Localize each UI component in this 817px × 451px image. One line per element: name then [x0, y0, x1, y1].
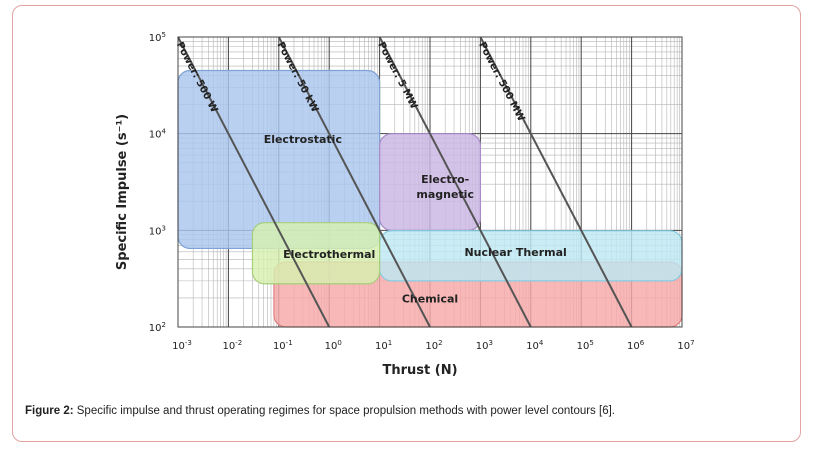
x-tick-exponent: 5	[589, 339, 593, 347]
x-tick-exponent: 7	[690, 339, 694, 347]
power-line-1	[293, 65, 431, 328]
x-tick-mantissa: 10	[677, 341, 690, 352]
y-tick-label: 103	[149, 224, 166, 237]
region-label-line: Electrothermal	[283, 248, 375, 261]
x-tick-label: 102	[425, 339, 442, 352]
power-line-0	[192, 65, 331, 328]
caption-label: Figure 2:	[25, 405, 74, 417]
x-axis-label: Thrust (N)	[382, 363, 457, 378]
power-line-3	[494, 65, 633, 328]
region-label-electrostatic: Electrostatic	[264, 133, 342, 146]
power-line-top-2	[378, 36, 396, 67]
x-tick-label: 100	[325, 339, 342, 352]
region-label-line: Chemical	[402, 292, 458, 305]
x-tick-exponent: 1	[388, 339, 392, 347]
regions	[177, 69, 683, 328]
y-axis-label: Specific Impulse (s⁻¹)	[115, 114, 130, 270]
x-tick-mantissa: 10	[273, 341, 286, 352]
y-tick-exponent: 2	[162, 321, 166, 329]
x-tick-exponent: -3	[185, 339, 192, 347]
x-tick-mantissa: 10	[172, 341, 185, 352]
y-tick-exponent: 3	[162, 224, 166, 232]
region-label-chemical: Chemical	[402, 292, 458, 305]
y-tick-mantissa: 10	[149, 130, 162, 141]
region-label-electro-magnetic: Electro-magnetic	[416, 173, 474, 201]
x-tick-label: 10-3	[172, 339, 192, 352]
x-tick-mantissa: 10	[425, 341, 438, 352]
region-label-line: Nuclear Thermal	[464, 246, 566, 259]
x-tick-mantissa: 10	[526, 341, 539, 352]
x-tick-label: 107	[677, 339, 694, 352]
region-label-line: Electrostatic	[264, 133, 342, 146]
x-tick-label: 105	[577, 339, 594, 352]
y-tick-label: 105	[149, 31, 166, 44]
y-tick-exponent: 5	[162, 31, 166, 39]
x-tick-mantissa: 10	[325, 341, 338, 352]
x-tick-mantissa: 10	[476, 341, 489, 352]
power-line-top-3	[479, 36, 497, 67]
x-tick-exponent: -2	[235, 339, 242, 347]
y-tick-label: 102	[149, 321, 166, 334]
x-tick-label: 106	[627, 339, 645, 352]
x-tick-exponent: 4	[539, 339, 544, 347]
region-label-line: magnetic	[416, 188, 474, 201]
region-label-electrothermal: Electrothermal	[283, 248, 375, 261]
caption-text: Specific impulse and thrust operating re…	[76, 405, 615, 417]
x-tick-exponent: 2	[438, 339, 442, 347]
y-tick-label: 104	[149, 128, 167, 141]
power-line-top-1	[277, 36, 295, 67]
power-lines	[177, 36, 633, 328]
x-tick-label: 10-1	[273, 339, 293, 352]
x-tick-mantissa: 10	[627, 341, 640, 352]
x-tick-label: 10-2	[223, 339, 243, 352]
y-tick-mantissa: 10	[149, 226, 162, 237]
y-tick-mantissa: 10	[149, 323, 162, 334]
x-tick-exponent: 3	[489, 339, 493, 347]
power-label-3: Power: 500 MW	[476, 40, 526, 123]
region-label-nuclear-thermal: Nuclear Thermal	[464, 246, 566, 259]
plot-border	[177, 36, 683, 328]
region-electrothermal	[251, 222, 381, 285]
x-tick-exponent: 0	[337, 339, 341, 347]
power-line-top-0	[177, 36, 195, 67]
x-tick-mantissa: 10	[375, 341, 388, 352]
x-tick-label: 104	[526, 339, 544, 352]
x-tick-label: 101	[375, 339, 392, 352]
x-tick-label: 103	[476, 339, 493, 352]
y-tick-exponent: 4	[162, 128, 167, 136]
x-tick-mantissa: 10	[577, 341, 590, 352]
x-tick-mantissa: 10	[223, 341, 236, 352]
power-line-2	[393, 65, 532, 328]
region-label-line: Electro-	[421, 173, 469, 186]
y-tick-mantissa: 10	[149, 33, 162, 44]
x-tick-exponent: 6	[640, 339, 645, 347]
x-tick-exponent: -1	[286, 339, 293, 347]
figure-caption: Figure 2: Specific impulse and thrust op…	[25, 405, 615, 417]
